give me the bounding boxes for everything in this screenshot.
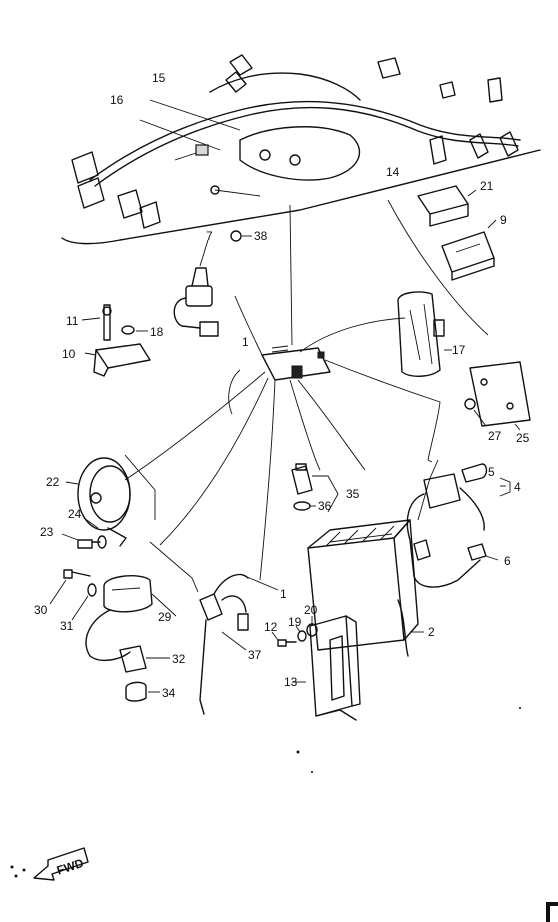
callout-23: 23 xyxy=(40,525,54,539)
callout-10: 10 xyxy=(62,347,76,361)
part-10-bracket xyxy=(81,304,151,377)
callout-20: 20 xyxy=(304,603,318,617)
wire-harness xyxy=(71,54,521,229)
part-13-bracket xyxy=(292,615,361,721)
part-23-bolt xyxy=(61,533,101,549)
part-20-washer xyxy=(306,616,318,637)
callout-22: 22 xyxy=(46,475,60,489)
connection-lines xyxy=(124,199,489,581)
callout-18: 18 xyxy=(150,325,164,339)
part-17-cover xyxy=(397,291,452,377)
part-6-lead xyxy=(413,539,499,561)
part-36-washer xyxy=(293,501,316,511)
callout-7: 7 xyxy=(206,229,213,243)
part-32-plug-cap xyxy=(119,645,170,673)
part-2-battery-band xyxy=(397,599,424,657)
callout-25: 25 xyxy=(516,431,530,445)
callout-19: 19 xyxy=(288,615,302,629)
callout-32: 32 xyxy=(172,652,186,666)
callout-24: 24 xyxy=(68,507,82,521)
callout-36: 36 xyxy=(318,499,332,513)
forward-arrow-icon: FWD xyxy=(33,847,89,881)
part-25-plate xyxy=(469,361,531,431)
part-30-bolt xyxy=(49,569,91,605)
callout-30: 30 xyxy=(34,603,48,617)
callout-15: 15 xyxy=(152,71,166,85)
callout-35: 35 xyxy=(346,487,360,501)
callout-1-top: 1 xyxy=(242,335,249,349)
callout-29: 29 xyxy=(158,610,172,624)
callout-37: 37 xyxy=(248,648,262,662)
part-4-fuse-holder xyxy=(406,473,511,588)
callout-16: 16 xyxy=(110,93,124,107)
callout-1: 1 xyxy=(280,587,287,601)
decorative-marks xyxy=(10,707,521,878)
junction-block xyxy=(261,345,331,381)
part-24-washer xyxy=(83,517,107,549)
callout-5: 5 xyxy=(488,465,495,479)
callout-17: 17 xyxy=(452,343,466,357)
part-12-screw xyxy=(271,631,297,647)
corner-mark xyxy=(546,902,558,922)
part-22-horn xyxy=(65,454,156,547)
part-7-switch xyxy=(173,239,219,337)
part-27-washer xyxy=(464,398,487,427)
callout-12: 12 xyxy=(264,620,278,634)
callout-21: 21 xyxy=(480,179,494,193)
callout-6: 6 xyxy=(504,554,511,568)
part-34-cap xyxy=(125,681,160,702)
part-29-ignition-coil xyxy=(85,541,199,662)
harness-panel-outline xyxy=(61,149,541,245)
callout-14: 14 xyxy=(386,165,400,179)
part-9-module xyxy=(441,219,497,281)
part-21-relay xyxy=(417,185,477,227)
callout-38: 38 xyxy=(254,229,268,243)
callout-9: 9 xyxy=(500,213,507,227)
part-5-fuse xyxy=(461,463,488,483)
callout-13: 13 xyxy=(284,675,298,689)
fwd-label: FWD xyxy=(55,856,86,878)
callout-27: 27 xyxy=(488,429,502,443)
part-37-sensor xyxy=(199,573,279,715)
part-38-nut xyxy=(230,230,252,242)
callout-31: 31 xyxy=(60,619,74,633)
callout-2: 2 xyxy=(428,625,435,639)
callout-labels: 15 16 14 21 9 7 38 11 18 1 17 10 27 25 5… xyxy=(34,71,530,700)
callout-34: 34 xyxy=(162,686,176,700)
callout-4: 4 xyxy=(514,480,521,494)
part-35-switch xyxy=(291,463,339,513)
part-31-washer xyxy=(71,583,97,621)
part-19-washer xyxy=(295,625,307,642)
callout-11: 11 xyxy=(66,314,79,328)
